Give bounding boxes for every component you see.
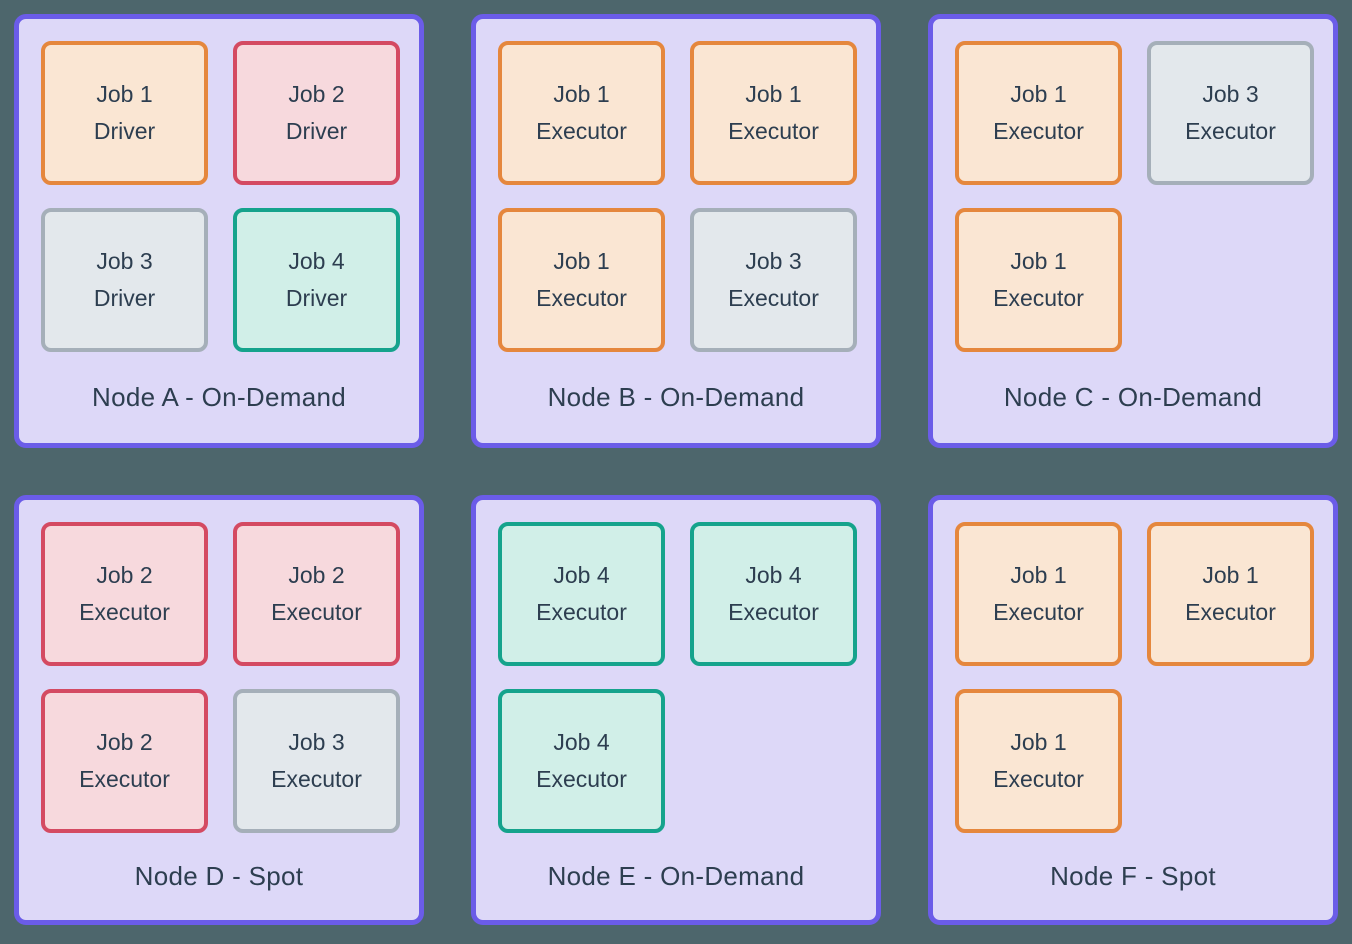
- job-name-label: Job 4: [745, 562, 802, 588]
- job-role-label: Executor: [728, 599, 819, 625]
- job-name-label: Job 4: [553, 729, 610, 755]
- job-box: Job 1 Driver: [41, 41, 208, 185]
- job-role-label: Executor: [79, 599, 170, 625]
- job-name-label: Job 1: [1202, 562, 1259, 588]
- job-name-label: Job 3: [288, 729, 345, 755]
- job-box: Job 1 Executor: [498, 41, 665, 185]
- job-role-label: Executor: [993, 118, 1084, 144]
- node-label: Node B - On-Demand: [547, 382, 805, 412]
- job-name-label: Job 4: [288, 248, 345, 274]
- job-name-label: Job 4: [553, 562, 610, 588]
- job-name-label: Job 1: [1010, 248, 1067, 274]
- job-role-label: Executor: [536, 285, 627, 311]
- job-name-label: Job 1: [1010, 562, 1067, 588]
- job-name-label: Job 2: [96, 729, 153, 755]
- job-box: Job 1 Executor: [1147, 522, 1314, 666]
- job-role-label: Driver: [93, 118, 156, 144]
- job-role-label: Executor: [993, 285, 1084, 311]
- node-label: Node A - On-Demand: [92, 382, 346, 412]
- job-box: Job 4 Executor: [498, 689, 665, 833]
- job-box: Job 1 Executor: [955, 208, 1122, 352]
- job-box: Job 3 Driver: [41, 208, 208, 352]
- job-name-label: Job 2: [96, 562, 153, 588]
- job-box: Job 2 Executor: [41, 522, 208, 666]
- job-box: Job 3 Executor: [233, 689, 400, 833]
- job-box: Job 4 Driver: [233, 208, 400, 352]
- job-role-label: Executor: [728, 118, 819, 144]
- job-role-label: Driver: [285, 285, 348, 311]
- job-role-label: Executor: [536, 118, 627, 144]
- job-name-label: Job 1: [1010, 81, 1067, 107]
- job-role-label: Executor: [993, 766, 1084, 792]
- job-box: Job 4 Executor: [498, 522, 665, 666]
- job-name-label: Job 3: [96, 248, 153, 274]
- job-role-label: Executor: [728, 285, 819, 311]
- job-name-label: Job 2: [288, 562, 345, 588]
- node-label: Node D - Spot: [134, 861, 304, 891]
- job-box: Job 2 Driver: [233, 41, 400, 185]
- job-name-label: Job 1: [745, 81, 802, 107]
- job-role-label: Executor: [271, 766, 362, 792]
- job-box: Job 3 Executor: [690, 208, 857, 352]
- node-label: Node E - On-Demand: [547, 861, 805, 891]
- job-box: Job 1 Executor: [955, 522, 1122, 666]
- job-box: Job 2 Executor: [233, 522, 400, 666]
- job-name-label: Job 3: [1202, 81, 1259, 107]
- job-role-label: Executor: [79, 766, 170, 792]
- job-box: Job 1 Executor: [690, 41, 857, 185]
- job-box: Job 1 Executor: [955, 689, 1122, 833]
- job-role-label: Driver: [285, 118, 348, 144]
- job-role-label: Executor: [1185, 599, 1276, 625]
- job-role-label: Executor: [536, 599, 627, 625]
- node-label: Node C - On-Demand: [1003, 382, 1263, 412]
- job-role-label: Driver: [93, 285, 156, 311]
- job-name-label: Job 1: [553, 81, 610, 107]
- job-name-label: Job 1: [553, 248, 610, 274]
- job-name-label: Job 1: [96, 81, 153, 107]
- job-role-label: Executor: [536, 766, 627, 792]
- job-box: Job 2 Executor: [41, 689, 208, 833]
- job-role-label: Executor: [1185, 118, 1276, 144]
- job-role-label: Executor: [993, 599, 1084, 625]
- job-role-label: Executor: [271, 599, 362, 625]
- node-label: Node F - Spot: [1050, 861, 1216, 891]
- job-box: Job 1 Executor: [498, 208, 665, 352]
- job-box: Job 4 Executor: [690, 522, 857, 666]
- job-name-label: Job 2: [288, 81, 345, 107]
- job-box: Job 1 Executor: [955, 41, 1122, 185]
- job-name-label: Job 3: [745, 248, 802, 274]
- job-name-label: Job 1: [1010, 729, 1067, 755]
- job-box: Job 3 Executor: [1147, 41, 1314, 185]
